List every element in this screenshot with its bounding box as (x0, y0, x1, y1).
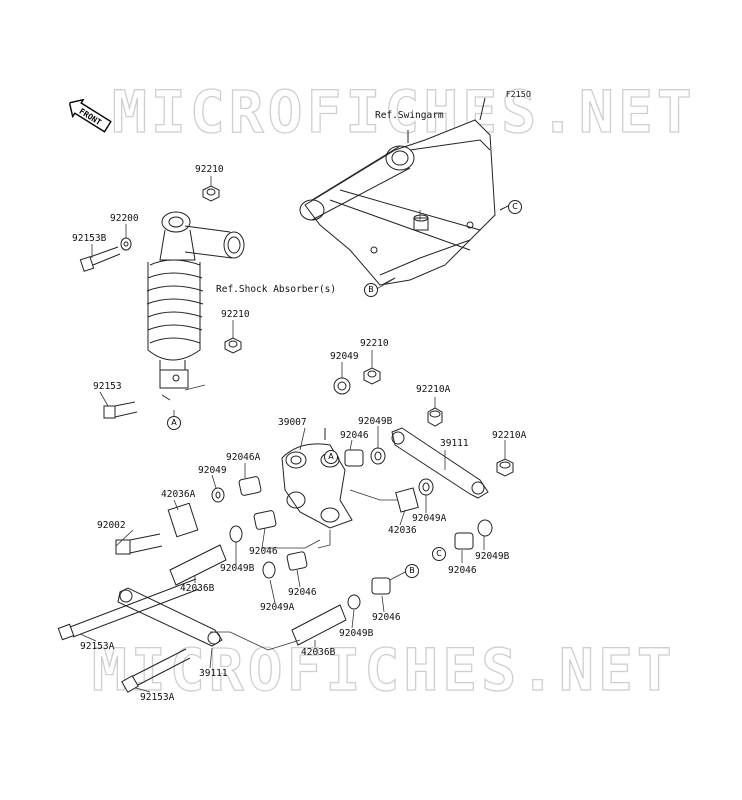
part-label: 92046 (448, 565, 477, 576)
part-label: 92046 (340, 430, 369, 441)
diagram-code: F2150 (506, 90, 531, 99)
part-label: 92046A (226, 452, 261, 463)
part-label: 92153A (140, 692, 175, 703)
shock-absorber-illustration (146, 211, 245, 401)
callout-b-swingarm: B (364, 283, 378, 297)
part-label: 92153A (80, 641, 115, 652)
part-label: 92210 (195, 164, 224, 175)
part-label: 92049 (330, 351, 359, 362)
ref-shock-absorber: Ref.Shock Absorber(s) (216, 284, 337, 295)
part-label: 42036 (388, 525, 417, 536)
watermark-bottom: MICROFICHES.NET (91, 635, 676, 704)
callout-c-rod: C (432, 547, 446, 561)
part-label: 42036B (180, 583, 215, 594)
part-label: 92153 (93, 381, 122, 392)
front-arrow-icon: FRONT (68, 98, 112, 133)
part-label: 92046 (372, 612, 401, 623)
part-label: 42036B (301, 647, 336, 658)
part-label: 92049B (220, 563, 255, 574)
part-label: 92049A (260, 602, 295, 613)
hardware-nuts-washers (79, 185, 514, 477)
part-label: 92210A (416, 384, 451, 395)
part-label: 92049B (358, 416, 393, 427)
part-label: 92002 (97, 520, 126, 531)
part-label: 92046 (249, 546, 278, 557)
part-label: 92210A (492, 430, 527, 441)
tie-rod-39111-left (117, 587, 223, 647)
callout-a-link: A (324, 450, 338, 464)
part-label: 42036A (161, 489, 196, 500)
watermark-top: MICROFICHES.NET (111, 77, 696, 146)
part-label: 92049 (198, 465, 227, 476)
part-label: 92049B (339, 628, 374, 639)
leader-lines (79, 176, 506, 693)
part-label: 39007 (278, 417, 307, 428)
ref-swingarm: Ref.Swingarm (375, 110, 444, 121)
part-label: 39111 (199, 668, 228, 679)
part-label: 92210 (221, 309, 250, 320)
long-bolts (57, 533, 200, 693)
callout-b-collar: B (405, 564, 419, 578)
callout-a-shock: A (167, 416, 181, 430)
tie-rod-39111-right (391, 427, 489, 499)
part-label: 92049A (412, 513, 447, 524)
callout-c-swingarm: C (508, 200, 522, 214)
part-label: 92210 (360, 338, 389, 349)
swingarm-illustration (299, 97, 511, 286)
part-label: 92153B (72, 233, 107, 244)
part-label: 39111 (440, 438, 469, 449)
part-label: 92049B (475, 551, 510, 562)
part-label: 92046 (288, 587, 317, 598)
bushings-collars (167, 447, 493, 646)
rocker-arm-39007 (281, 428, 353, 529)
part-label: 92200 (110, 213, 139, 224)
